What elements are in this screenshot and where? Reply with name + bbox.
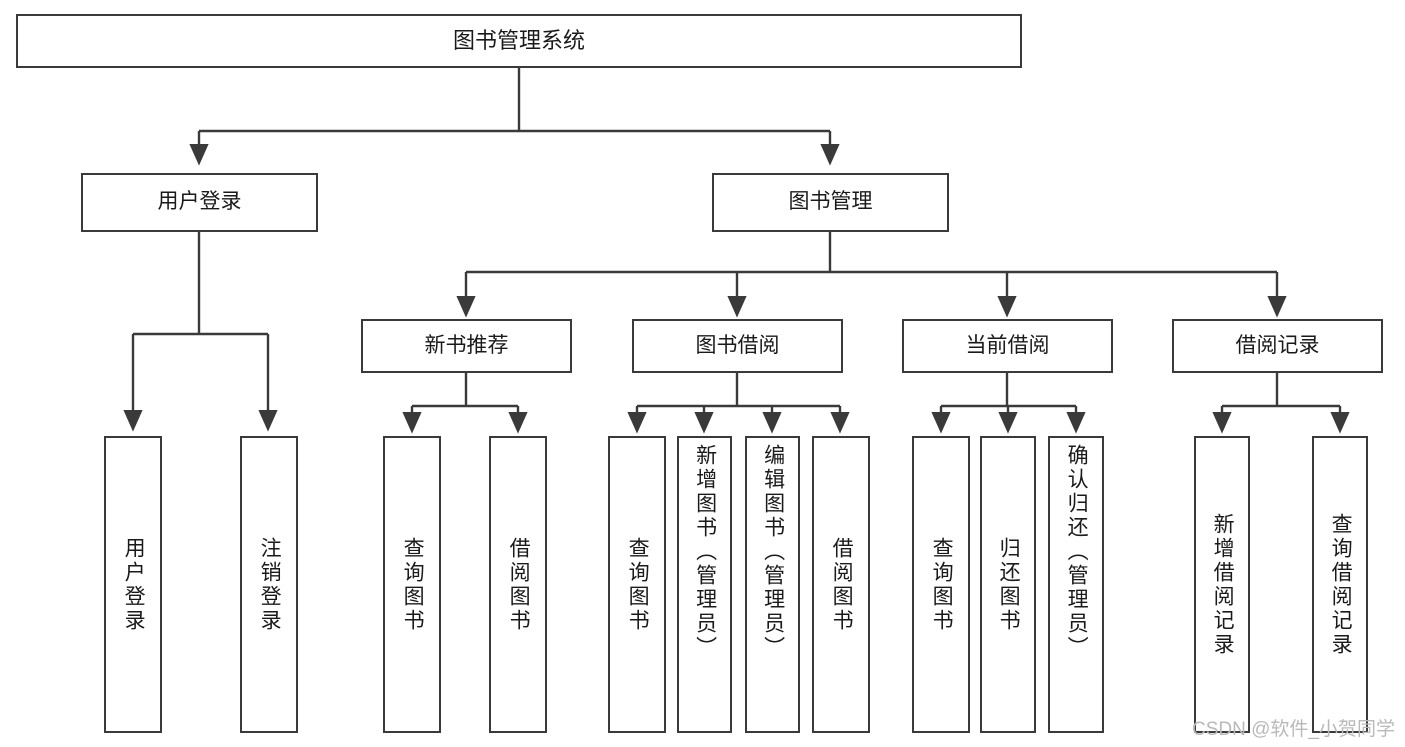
leaf-query-book-current[interactable]: 查询图书 [912, 436, 970, 733]
leaf-edit-book-admin[interactable]: 编辑图书（管理员） [745, 436, 800, 733]
node-root-label: 图书管理系统 [452, 28, 585, 54]
leaf-edit-book-admin-label: 编辑图书（管理员） [761, 444, 785, 660]
leaf-borrow-book-borrow-label: 借阅图书 [830, 536, 854, 633]
node-user-login[interactable]: 用户登录 [81, 173, 318, 232]
node-book-borrow-label: 图书借阅 [695, 333, 780, 357]
node-user-login-label: 用户登录 [157, 190, 242, 214]
node-root[interactable]: 图书管理系统 [16, 14, 1022, 68]
leaf-query-book-borrow[interactable]: 查询图书 [608, 436, 666, 733]
leaf-logout-label: 注销登录 [258, 536, 282, 633]
node-book-management-label: 图书管理 [788, 190, 873, 214]
leaf-query-book-newbook[interactable]: 查询图书 [383, 436, 441, 733]
leaf-confirm-return-admin-label: 确认归还（管理员） [1065, 444, 1089, 660]
node-new-book-recommend-label: 新书推荐 [424, 333, 509, 357]
node-borrow-record[interactable]: 借阅记录 [1172, 319, 1383, 373]
node-new-book-recommend[interactable]: 新书推荐 [361, 319, 572, 373]
leaf-borrow-book-borrow[interactable]: 借阅图书 [812, 436, 870, 733]
node-book-management[interactable]: 图书管理 [712, 173, 949, 232]
leaf-query-book-borrow-label: 查询图书 [626, 536, 650, 633]
leaf-add-book-admin[interactable]: 新增图书（管理员） [677, 436, 732, 733]
leaf-add-book-admin-label: 新增图书（管理员） [693, 444, 717, 660]
node-current-borrow-label: 当前借阅 [965, 333, 1050, 357]
leaf-return-book[interactable]: 归还图书 [980, 436, 1036, 733]
leaf-borrow-book-newbook-label: 借阅图书 [507, 536, 531, 633]
leaf-query-book-current-label: 查询图书 [930, 536, 954, 633]
leaf-query-borrow-record-label: 查询借阅记录 [1329, 512, 1353, 657]
node-current-borrow[interactable]: 当前借阅 [902, 319, 1113, 373]
leaf-query-book-newbook-label: 查询图书 [401, 536, 425, 633]
leaf-user-login[interactable]: 用户登录 [104, 436, 162, 733]
leaf-add-borrow-record[interactable]: 新增借阅记录 [1194, 436, 1250, 733]
leaf-logout[interactable]: 注销登录 [240, 436, 298, 733]
leaf-borrow-book-newbook[interactable]: 借阅图书 [489, 436, 547, 733]
leaf-return-book-label: 归还图书 [997, 536, 1021, 633]
leaf-add-borrow-record-label: 新增借阅记录 [1211, 512, 1235, 657]
node-borrow-record-label: 借阅记录 [1235, 333, 1320, 357]
node-book-borrow[interactable]: 图书借阅 [632, 319, 843, 373]
leaf-query-borrow-record[interactable]: 查询借阅记录 [1312, 436, 1368, 733]
leaf-confirm-return-admin[interactable]: 确认归还（管理员） [1048, 436, 1104, 733]
leaf-user-login-label: 用户登录 [122, 536, 146, 633]
